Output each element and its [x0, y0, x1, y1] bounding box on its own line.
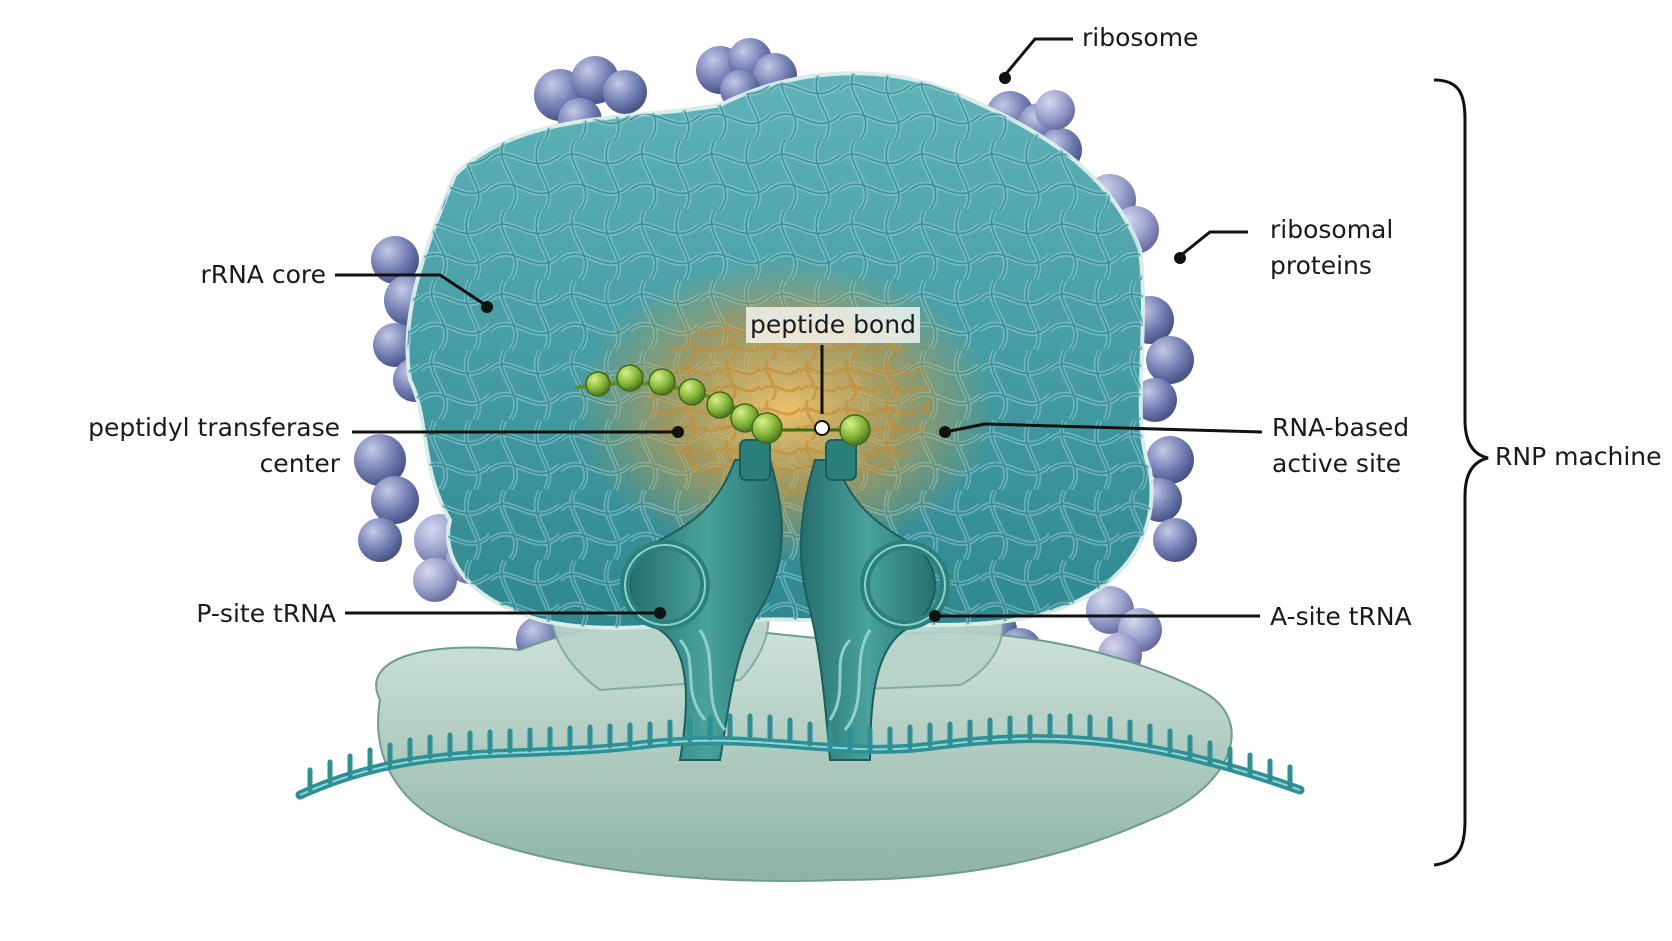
- label-rnp-machine: RNP machine: [1495, 442, 1662, 471]
- label-rna-active-site-line1: RNA-based: [1272, 413, 1410, 442]
- label-ribosomal-proteins-line2: proteins: [1270, 251, 1372, 280]
- label-ribosome: ribosome: [1082, 23, 1199, 52]
- callout-dot-icon: [481, 72, 1186, 622]
- label-peptidyl-transferase-center: peptidyl transferase center: [40, 410, 340, 482]
- leader-rrna-core: [335, 273, 488, 308]
- leader-ribosome: [1003, 37, 1073, 76]
- nascent-peptide-chain: [574, 364, 871, 446]
- label-peptidyl-transferase-line1: peptidyl transferase: [88, 413, 340, 442]
- a-site-trna: [799, 439, 950, 761]
- label-ribosomal-proteins: ribosomal proteins: [1270, 212, 1393, 284]
- mrna-strand: [295, 713, 1305, 800]
- label-p-site-trna: P-site tRNA: [196, 599, 336, 628]
- label-rna-based-active-site: RNA-based active site: [1272, 410, 1409, 482]
- label-a-site-trna: A-site tRNA: [1270, 602, 1412, 631]
- curly-brace-icon: [1433, 78, 1489, 867]
- peptide-bond-marker: [814, 420, 830, 436]
- leader-ribosomal-proteins: [1179, 230, 1248, 258]
- label-ribosomal-proteins-line1: ribosomal: [1270, 215, 1394, 244]
- p-site-trna: [620, 439, 783, 761]
- label-rna-active-site-line2: active site: [1272, 449, 1402, 478]
- label-rrna-core: rRNA core: [200, 260, 326, 289]
- callout-leaders: [335, 37, 1263, 618]
- leader-rna-active-site: [944, 422, 1263, 434]
- label-peptidyl-transferase-line2: center: [259, 449, 340, 478]
- label-peptide-bond: peptide bond: [746, 307, 920, 343]
